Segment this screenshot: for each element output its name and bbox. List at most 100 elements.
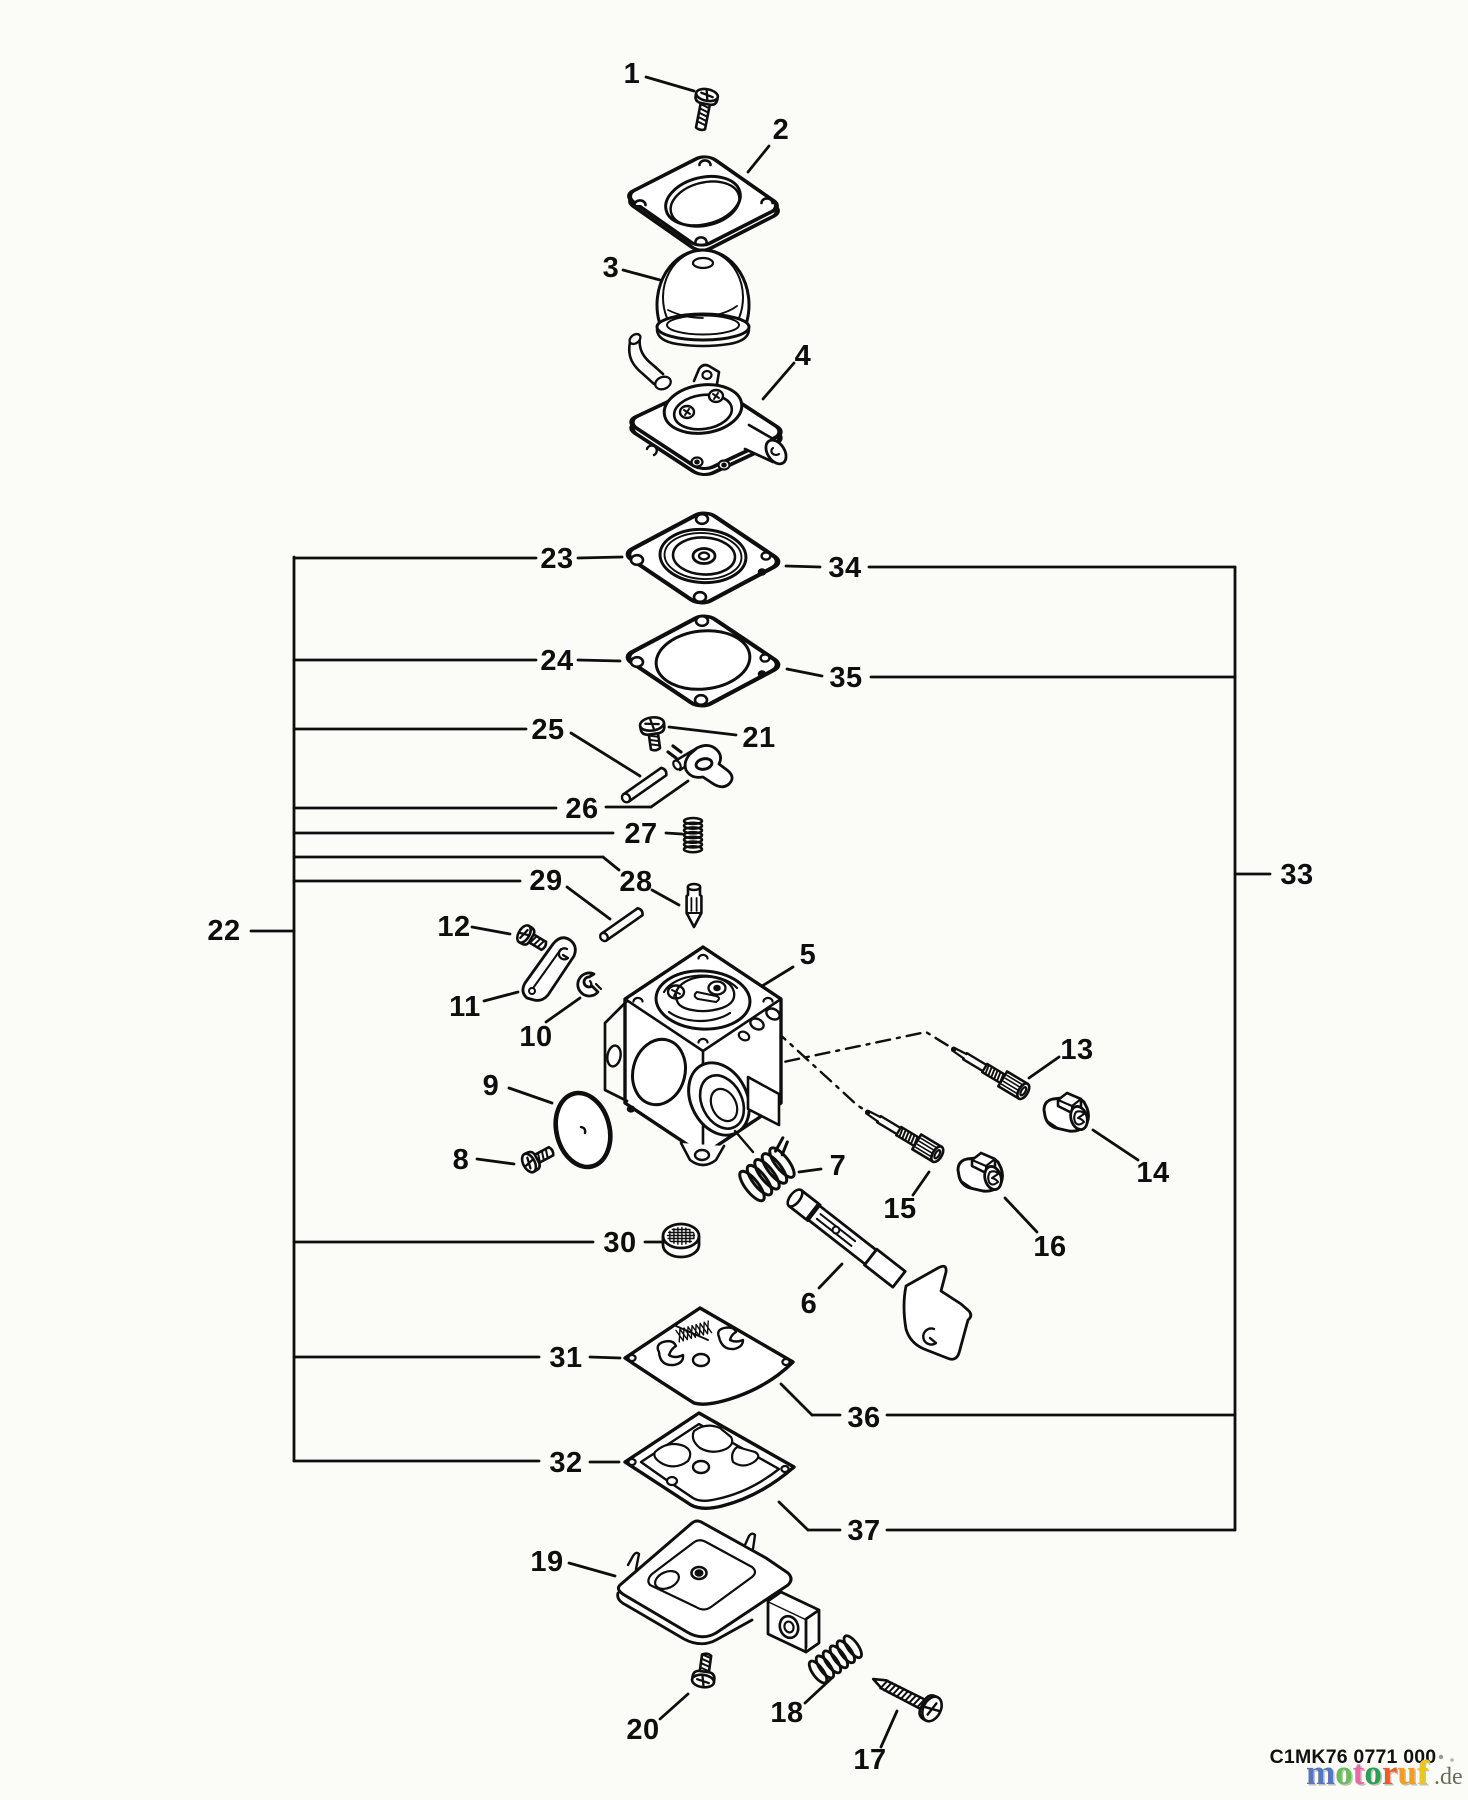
part-15-needle <box>864 1109 945 1164</box>
part-13-needle-slot <box>1019 1086 1028 1097</box>
part-20-screw-thread <box>700 1657 712 1664</box>
callout-labels: 1 2 3 4 5 6 7 8 9 10 11 12 13 14 15 16 1… <box>207 58 1313 1776</box>
callout-10: 10 <box>519 1021 552 1053</box>
part-19-thick <box>616 1591 754 1646</box>
part-11-inner <box>530 948 562 992</box>
part-32-win1 <box>653 1442 692 1468</box>
leader-8 <box>475 1157 516 1166</box>
part-10-ring <box>576 971 600 998</box>
leader-lines <box>470 75 1140 1749</box>
callout-11: 11 <box>449 991 481 1023</box>
part-32-holeL <box>627 1457 637 1467</box>
footer: C1MK76 0771 000 motoruf motoruf .de <box>1270 1746 1463 1794</box>
leader-7 <box>797 1167 823 1174</box>
wm-shadow-letter: o <box>1366 1755 1384 1794</box>
part-20-screw-thread <box>701 1653 712 1660</box>
leader-10 <box>544 996 582 1024</box>
part-4-tube-boss <box>654 375 672 391</box>
part-3-primer-bulb <box>655 248 751 348</box>
part-19-pin1 <box>626 1551 641 1571</box>
part-23-diaphragm <box>625 511 781 605</box>
part-31-meshedge <box>675 1325 709 1341</box>
part-31-outline <box>623 1306 795 1406</box>
part-18-spring-coil3 <box>828 1644 849 1670</box>
part-13-needle-shaft <box>961 1051 988 1073</box>
leader-14 <box>1091 1128 1140 1162</box>
part-32-gasket <box>623 1411 796 1510</box>
part-13-needle-thr <box>993 1069 999 1081</box>
part-31-mesh-b <box>686 1326 689 1341</box>
wm-shadow-letter: m <box>1308 1755 1337 1794</box>
axis-needle-15 <box>773 1028 871 1115</box>
part-5-cscrew <box>697 1037 709 1044</box>
part-31-holeL <box>627 1353 637 1363</box>
part-13-needle-knurl <box>1006 1074 1026 1087</box>
part-30-mesh <box>666 1226 696 1246</box>
diag-25 <box>569 731 642 778</box>
leader-18 <box>803 1675 835 1705</box>
part-5-tobore-line <box>733 1129 755 1154</box>
part-27-spring-coil2 <box>682 826 704 835</box>
part-16-cap-slot <box>987 1170 1000 1186</box>
part-23-dotr <box>757 568 767 576</box>
part-23-hole <box>692 590 708 604</box>
part-19-web1 <box>647 1539 757 1611</box>
part-20-screw <box>690 1652 716 1689</box>
part-21-screw-thread <box>648 738 661 743</box>
part-4-pump-body <box>627 332 788 477</box>
part-24-holer <box>759 653 771 663</box>
part-7-spring-coil2 <box>753 1158 781 1191</box>
callout-8: 8 <box>453 1144 470 1176</box>
row-34-part <box>784 564 822 569</box>
part-15-needle-shaft <box>875 1114 902 1136</box>
part-4-ear-hole <box>701 369 713 381</box>
leader-17 <box>879 1709 899 1749</box>
part-1-screw-thread <box>698 107 710 114</box>
part-27-spring <box>682 816 704 854</box>
part-27-spring-coil4 <box>682 835 704 845</box>
part-32-hole <box>691 1459 711 1475</box>
part-23-hole <box>694 512 710 526</box>
part-24-hole-s <box>694 614 710 628</box>
part-19-plate <box>617 1519 793 1639</box>
part-13-needle-thr <box>984 1064 990 1075</box>
part-14-cap-flat <box>1045 1119 1061 1131</box>
part-1-screw-thread <box>697 111 709 118</box>
part-24-hole <box>654 629 752 691</box>
row-35-part <box>785 667 824 678</box>
part-20-screw-cross <box>695 1675 710 1687</box>
callout-26: 26 <box>565 793 598 825</box>
part-1-screw-thread <box>697 115 708 123</box>
leader-13 <box>1027 1055 1061 1080</box>
part-5-rhole2 <box>765 1007 781 1021</box>
part-3-dome-inner <box>662 249 744 319</box>
part-2-cover-plate <box>627 155 780 252</box>
leader-4 <box>761 361 796 401</box>
row-24-part <box>576 658 622 663</box>
part-24-gasket <box>625 614 781 708</box>
part-13-needle-thr <box>996 1071 1002 1082</box>
part-5-throttleplate <box>693 990 721 1004</box>
callout-6: 6 <box>801 1288 818 1320</box>
part-4-cyl-c <box>770 446 781 457</box>
part-5-rhole3 <box>737 1030 751 1042</box>
part-19-pin2 <box>743 1532 757 1551</box>
part-27-spring-coil1 <box>682 821 704 830</box>
part-13-needle-knurl <box>1000 1083 1020 1096</box>
part-7-spring-coil0 <box>738 1169 766 1203</box>
part-4-tube-end <box>628 332 642 346</box>
row-23-part <box>576 555 624 560</box>
watermark-text: motoruf <box>1306 1753 1429 1792</box>
part-13-needle <box>950 1046 1031 1101</box>
part-19-bosstop <box>766 1590 821 1654</box>
leader-9 <box>507 1086 554 1105</box>
part-8-screw-cross <box>524 1156 534 1170</box>
diag-28a <box>601 855 621 872</box>
part-5-lefthole <box>631 1037 687 1107</box>
part-31-diaphragm <box>623 1306 795 1406</box>
part-27-spring-coil5 <box>682 840 704 849</box>
leader-20 <box>658 1692 690 1721</box>
part-17-screw-thread <box>907 1694 918 1705</box>
part-7-spring-coil3 <box>760 1152 789 1185</box>
